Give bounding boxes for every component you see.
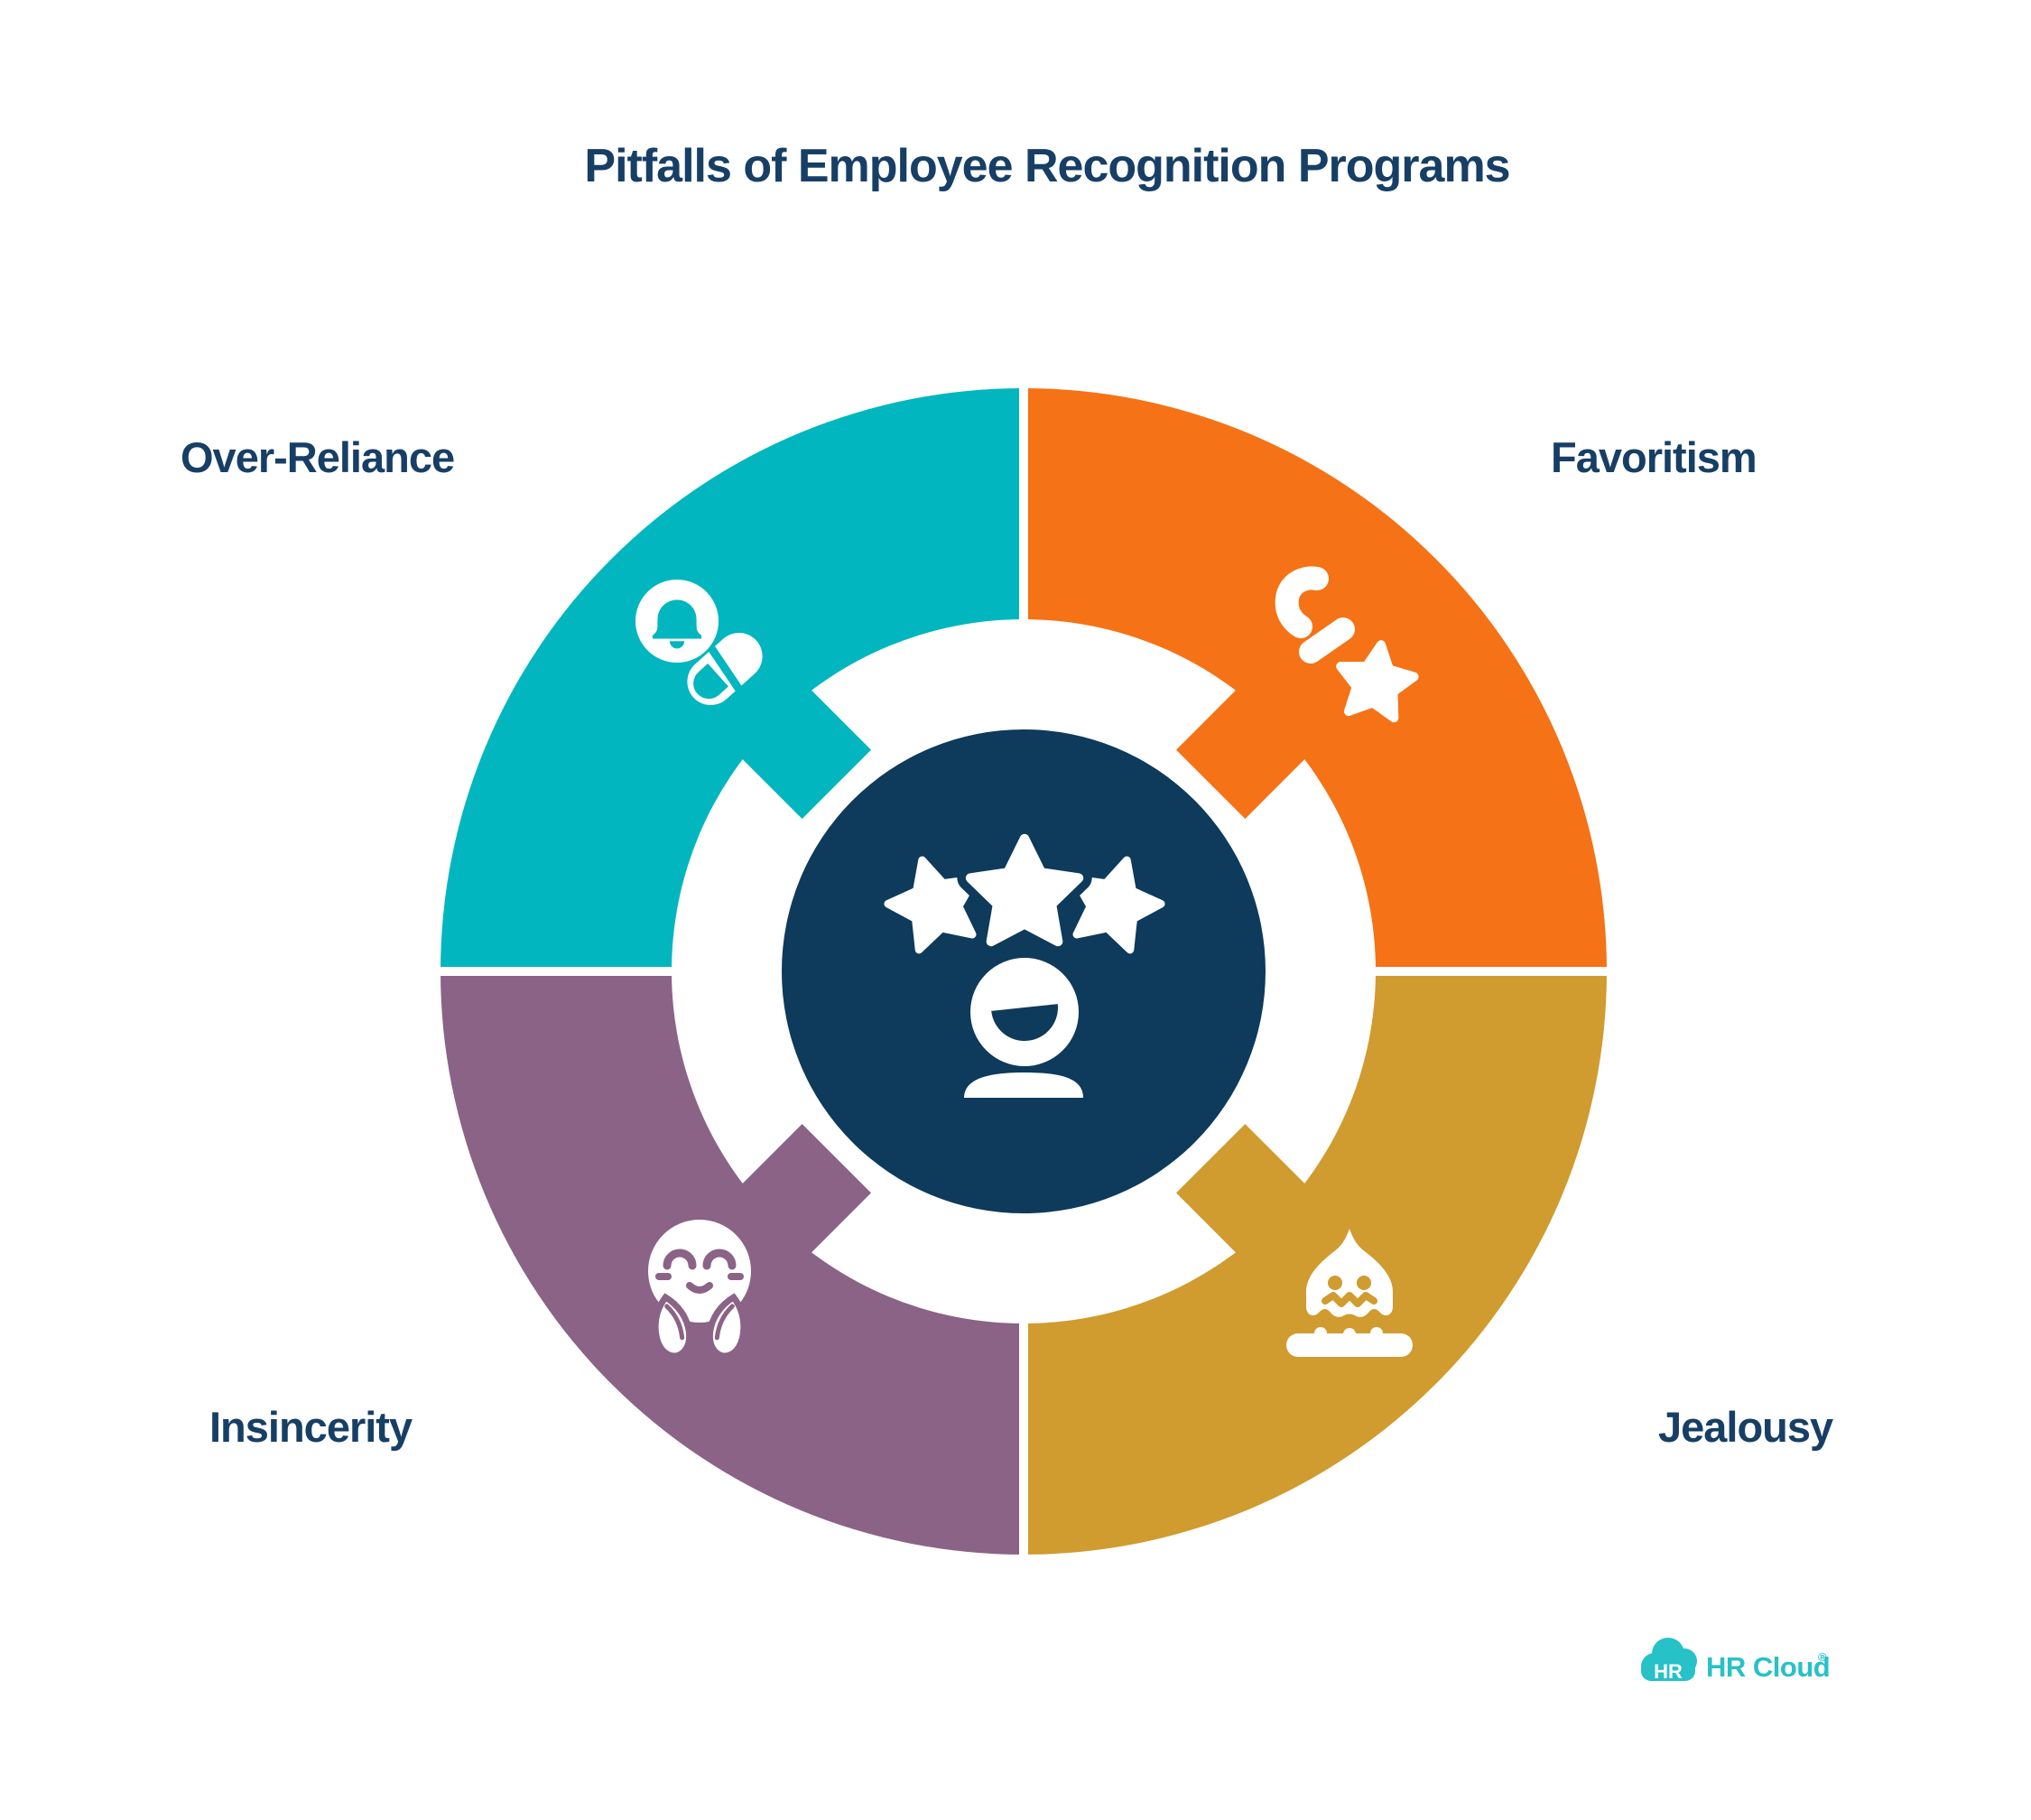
logo-badge-text: HR	[1654, 1660, 1683, 1683]
person-shoulders	[964, 1072, 1083, 1098]
label-over-reliance: Over-Reliance	[181, 433, 454, 481]
hr-cloud-logo: HR HR Cloud ®	[1641, 1638, 1831, 1683]
label-insincerity: Insincerity	[209, 1403, 413, 1451]
hands	[652, 1293, 747, 1360]
smiley-eyes	[663, 1249, 737, 1294]
ribbon-swoosh-upper	[1275, 566, 1329, 638]
monster-eyes	[1328, 1276, 1371, 1290]
smiley-blush	[655, 1273, 744, 1280]
person-with-three-stars-icon	[879, 839, 1170, 1098]
smiley-face	[648, 1220, 751, 1323]
bashful-smile-with-hands-icon	[648, 1220, 751, 1360]
notification-bell-and-pill-icon	[635, 580, 763, 706]
melting-jealous-monster-icon	[1286, 1229, 1413, 1357]
ribbon-and-star-icon	[1275, 566, 1418, 720]
melt-puddle	[1286, 1327, 1413, 1357]
logo-brand-text: HR Cloud	[1706, 1651, 1830, 1683]
logo-registered-mark: ®	[1818, 1650, 1827, 1664]
label-favoritism: Favoritism	[1551, 433, 1757, 481]
cloud-icon	[1641, 1638, 1697, 1681]
monster-mouth	[1322, 1292, 1377, 1307]
label-jealousy: Jealousy	[1658, 1403, 1833, 1451]
pill-icon	[687, 632, 763, 706]
person-smile	[991, 1004, 1058, 1041]
page-title: Pitfalls of Employee Recognition Program…	[584, 140, 1509, 192]
bell-icon	[653, 599, 701, 649]
ribbon-swoosh-lower	[1299, 618, 1355, 664]
center-medallion	[782, 729, 1266, 1213]
